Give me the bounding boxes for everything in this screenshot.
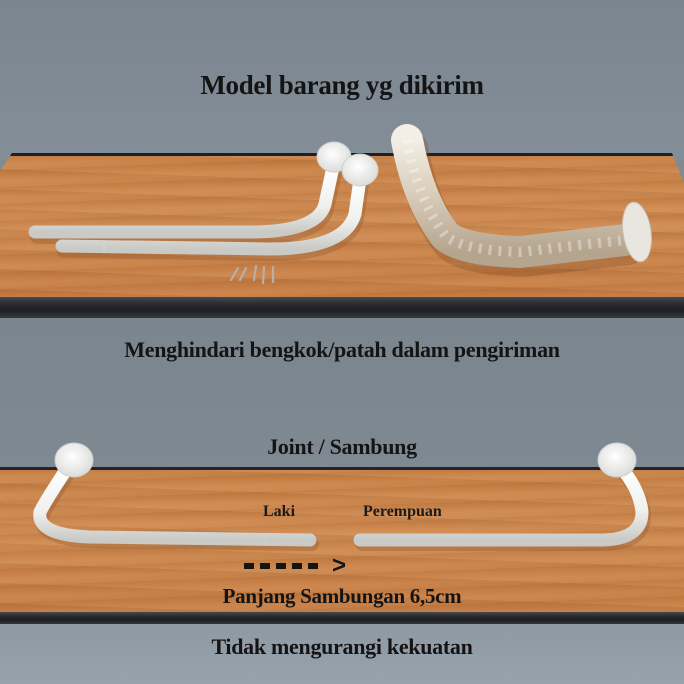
arrow-dash [292,563,302,569]
arrow-head-icon: > [332,552,347,579]
caption-strength: Tidak mengurangi kekuatan [211,634,473,659]
wall-background-top [0,0,684,160]
screws [229,264,275,285]
caption-joint: Joint / Sambung [267,434,417,459]
table-top-edge [0,297,684,319]
wall-background-middle [0,318,684,470]
unwrapped-pipes [28,141,379,262]
wrapped-pipe [391,124,652,278]
arrow-dash [276,563,286,569]
label-female-end: Perempuan [363,503,442,520]
table-bottom-edge [0,612,684,625]
arrow-dash [308,563,318,569]
male-pipe [33,442,319,551]
caption-shipped-model: Model barang yg dikirim [200,70,484,100]
label-male-end: Laki [263,503,296,520]
insertion-arrow: > [244,554,346,578]
wall-background-bottom [0,624,684,684]
arrow-dash [260,563,270,569]
caption-joint-length: Panjang Sambungan 6,5cm [222,584,462,608]
female-pipe [353,442,652,551]
arrow-dash [244,563,254,569]
caption-avoid-damage: Menghindari bengkok/patah dalam pengirim… [124,337,560,362]
